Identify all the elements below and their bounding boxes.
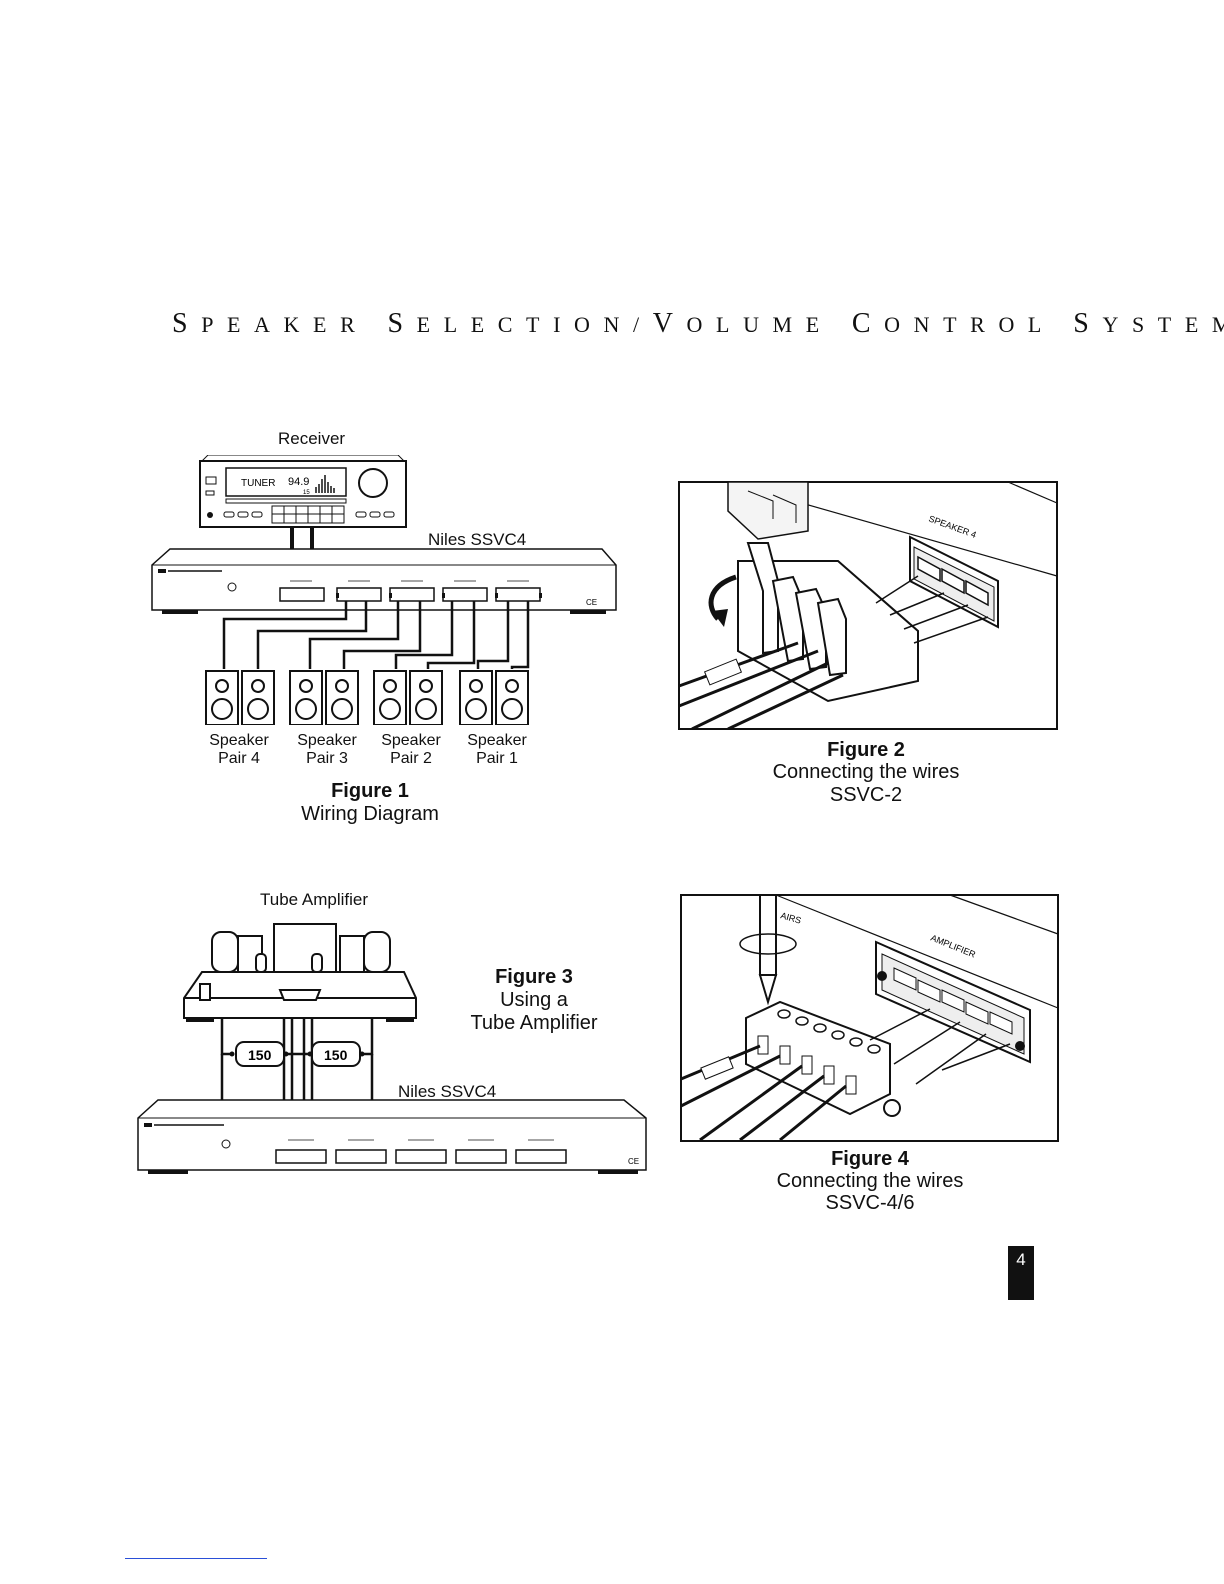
svg-text:CE: CE	[586, 598, 597, 607]
page-number: 4	[1008, 1246, 1034, 1300]
ssvc4-unit: CE	[151, 548, 617, 614]
header-title: SPEAKER SELECTION/VOLUME CONTROL SYSTEM	[172, 308, 1224, 339]
figure3-line1: Using a	[500, 989, 568, 1011]
svg-text:150: 150	[248, 1047, 272, 1063]
ssvc4-label-fig1: Niles SSVC4	[428, 530, 527, 549]
freq-text: 94.9	[288, 476, 309, 488]
figure1-title: Figure 1	[331, 780, 409, 802]
figure3-line2: Tube Amplifier	[470, 1012, 598, 1034]
svg-text:CE: CE	[628, 1157, 639, 1166]
tube-amp-diagram: 150 150 CE	[137, 923, 647, 1174]
tube-amp-label: Tube Amplifier	[260, 890, 369, 909]
figure3-title: Figure 3	[495, 966, 573, 988]
receiver-illustration: TUNER 94.9 15	[199, 455, 407, 528]
channel-text: 15	[303, 490, 310, 496]
page-header: SPEAKER SELECTION/VOLUME CONTROL SYSTEM	[172, 308, 1224, 340]
figure1-subtitle: Wiring Diagram	[301, 803, 439, 825]
receiver-label: Receiver	[278, 429, 346, 448]
svg-text:150: 150	[324, 1047, 348, 1063]
figure4-title: Figure 4	[831, 1148, 909, 1170]
figure4-line2: SSVC-4/6	[825, 1192, 915, 1214]
resistor-left: 150	[235, 1041, 285, 1067]
resistor-right: 150	[311, 1041, 361, 1067]
footnote-rule	[125, 1558, 267, 1559]
figure2-line1: Connecting the wires	[772, 761, 960, 783]
figure2-title: Figure 2	[827, 739, 905, 761]
ssvc4-label-fig3: Niles SSVC4	[398, 1082, 497, 1101]
figure2-line2: SSVC-2	[829, 784, 903, 806]
figure4-illustration: AIRS AMPLIFIER	[680, 894, 1059, 1142]
figure2-illustration: SPEAKER 4	[678, 481, 1058, 730]
tuner-text: TUNER	[241, 478, 275, 489]
ssvc4-unit-fig3: CE	[137, 1099, 647, 1174]
tube-amplifier-illustration	[183, 923, 417, 1019]
speaker-pairs	[205, 670, 529, 725]
wiring-diagram: TUNER 94.9 15 CE	[151, 455, 617, 725]
figure4-line1: Connecting the wires	[776, 1170, 964, 1192]
